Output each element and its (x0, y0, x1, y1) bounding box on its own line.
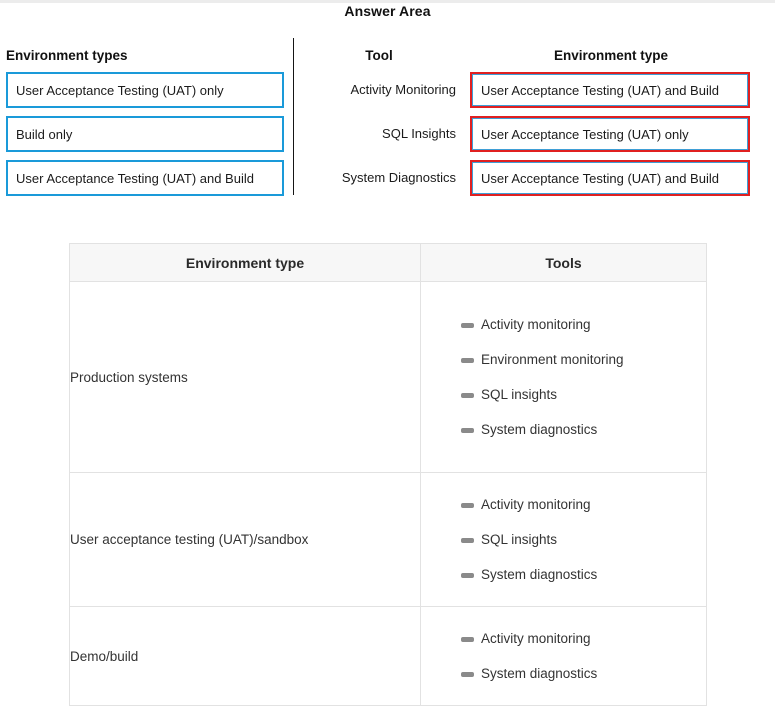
tool-item-label: Activity monitoring (481, 317, 591, 332)
list-item: Activity monitoring (461, 621, 706, 656)
list-item: System diagnostics (461, 412, 706, 447)
option-box-build-only[interactable]: Build only (6, 116, 284, 152)
page-title: Answer Area (344, 3, 431, 19)
tools-list: Activity monitoring Environment monitori… (421, 293, 706, 461)
list-item: Activity monitoring (461, 487, 706, 522)
list-item: Activity monitoring (461, 307, 706, 342)
table-row: Production systems Activity monitoring E… (70, 281, 706, 473)
answer-column: Environment type User Acceptance Testing… (470, 48, 752, 204)
dash-bullet-icon (461, 428, 474, 433)
cell-tools: Activity monitoring SQL insights System … (420, 472, 706, 607)
column-header-environment-type: Environment type (70, 244, 421, 282)
option-label: Build only (16, 126, 73, 142)
tool-item-label: System diagnostics (481, 666, 598, 681)
tool-column: Tool Activity Monitoring SQL Insights Sy… (300, 48, 458, 204)
reference-table: Environment type Tools Production system… (69, 243, 707, 706)
option-box-uat-and-build[interactable]: User Acceptance Testing (UAT) and Build (6, 160, 284, 196)
dash-bullet-icon (461, 358, 474, 363)
dash-bullet-icon (461, 573, 474, 578)
table-header-row: Environment type Tools (70, 244, 706, 282)
cell-tools: Activity monitoring Environment monitori… (420, 281, 706, 473)
tool-label-system-diagnostics: System Diagnostics (341, 170, 456, 185)
top-gray-strip (0, 0, 775, 3)
environment-types-heading: Environment types (6, 48, 128, 63)
cell-environment-name: Production systems (70, 281, 421, 473)
dash-bullet-icon (461, 393, 474, 398)
dash-bullet-icon (461, 323, 474, 328)
dash-bullet-icon (461, 538, 474, 543)
answer-value: User Acceptance Testing (UAT) only (472, 118, 748, 150)
cell-tools: Activity monitoring System diagnostics (421, 607, 707, 706)
answer-dropzone-sql-insights[interactable]: User Acceptance Testing (UAT) only (470, 116, 750, 152)
answer-dropzone-system-diagnostics[interactable]: User Acceptance Testing (UAT) and Build (470, 160, 750, 196)
dash-bullet-icon (461, 672, 474, 677)
table-row: User acceptance testing (UAT)/sandbox Ac… (70, 472, 706, 607)
list-item: System diagnostics (461, 557, 706, 592)
tool-item-label: Activity monitoring (481, 631, 591, 646)
list-item: System diagnostics (461, 656, 706, 691)
answer-value: User Acceptance Testing (UAT) and Build (472, 74, 748, 106)
answer-dropzone-activity-monitoring[interactable]: User Acceptance Testing (UAT) and Build (470, 72, 750, 108)
tool-item-label: SQL insights (481, 532, 558, 547)
tools-list: Activity monitoring SQL insights System … (421, 473, 706, 606)
tool-label-sql-insights: SQL Insights (382, 126, 456, 141)
column-header-tools: Tools (420, 244, 706, 282)
option-box-uat-only[interactable]: User Acceptance Testing (UAT) only (6, 72, 284, 108)
option-label: User Acceptance Testing (UAT) and Build (16, 170, 254, 186)
tool-item-label: SQL insights (481, 387, 558, 402)
answer-column-heading: Environment type (553, 48, 669, 63)
table-row: Demo/build Activity monitoring System di… (70, 606, 707, 706)
list-item: SQL insights (461, 377, 706, 412)
tool-label-activity-monitoring: Activity Monitoring (350, 82, 456, 97)
tools-list: Activity monitoring System diagnostics (421, 607, 706, 705)
list-item: SQL insights (461, 522, 706, 557)
tool-item-label: System diagnostics (481, 567, 598, 582)
tool-item-label: System diagnostics (481, 422, 598, 437)
panel-divider (293, 38, 294, 195)
list-item: Environment monitoring (461, 342, 706, 377)
dash-bullet-icon (461, 637, 474, 642)
cell-environment-name: User acceptance testing (UAT)/sandbox (70, 472, 421, 607)
tool-column-heading: Tool (365, 48, 393, 63)
answer-value: User Acceptance Testing (UAT) and Build (472, 162, 748, 194)
cell-environment-name: Demo/build (70, 606, 421, 705)
environment-types-panel: Environment types User Acceptance Testin… (6, 48, 290, 204)
option-label: User Acceptance Testing (UAT) only (16, 82, 224, 98)
tool-item-label: Environment monitoring (481, 352, 624, 367)
dash-bullet-icon (461, 503, 474, 508)
tool-item-label: Activity monitoring (481, 497, 591, 512)
